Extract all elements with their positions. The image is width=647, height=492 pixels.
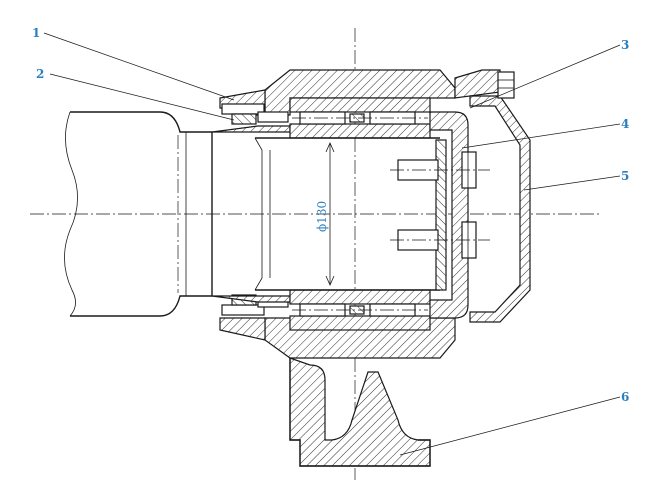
leader-4 bbox=[461, 123, 621, 149]
base-foot bbox=[289, 357, 431, 467]
top-bolt bbox=[497, 71, 515, 99]
leader-2 bbox=[49, 73, 235, 121]
callout-1: 1 bbox=[32, 26, 40, 40]
callout-5: 5 bbox=[621, 169, 629, 183]
dimension-diameter: ϕ130 bbox=[315, 142, 335, 286]
callout-6: 6 bbox=[621, 390, 629, 404]
dimension-label: ϕ130 bbox=[315, 201, 329, 232]
leader-1 bbox=[43, 32, 235, 101]
leader-5 bbox=[523, 175, 621, 191]
bearing-lower bbox=[289, 289, 431, 331]
seal-lower bbox=[211, 294, 291, 316]
outer-cover bbox=[469, 95, 531, 323]
callout-3: 3 bbox=[621, 38, 629, 52]
inner-sleeve bbox=[254, 137, 440, 291]
end-cap bbox=[429, 111, 469, 319]
callout-4: 4 bbox=[621, 117, 629, 131]
leader-3 bbox=[469, 44, 621, 109]
bearing-upper bbox=[289, 97, 431, 139]
callout-leaders bbox=[43, 32, 621, 456]
bolts bbox=[390, 151, 490, 259]
shaft bbox=[64, 111, 213, 317]
leader-6 bbox=[399, 396, 621, 456]
callout-2: 2 bbox=[36, 67, 44, 81]
